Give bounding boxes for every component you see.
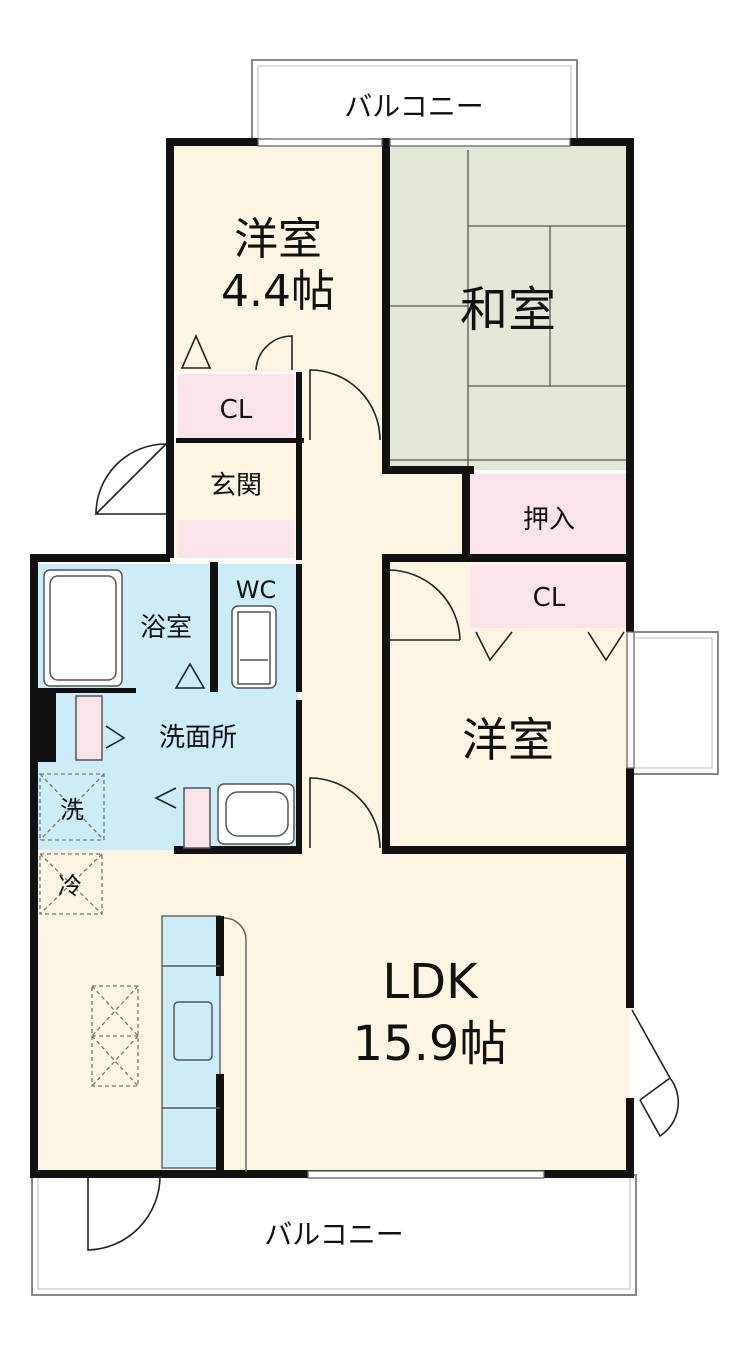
oshiire-floor — [470, 474, 628, 558]
balcony-top — [251, 59, 578, 147]
washer-label: 洗 — [60, 796, 84, 824]
hallway-floor-2 — [300, 470, 470, 560]
western-room-1-label: 洋室 — [234, 214, 322, 265]
japanese-room-label: 和室 — [460, 282, 556, 338]
closet-2-floor — [470, 566, 628, 628]
closet-1-label: CL — [220, 395, 253, 425]
closet-2-label: CL — [533, 583, 566, 613]
western-room-1-floor — [172, 142, 386, 372]
storage-area — [91, 985, 139, 1087]
bathtub-icon — [43, 569, 123, 687]
oshiire-label: 押入 — [523, 505, 575, 535]
windows — [257, 138, 635, 1179]
entrance-label: 玄関 — [210, 471, 262, 501]
cabinet-icons — [75, 695, 211, 849]
balcony-bottom — [31, 1174, 637, 1296]
balcony-bottom-label: バルコニー — [264, 1218, 403, 1251]
doors — [87, 334, 680, 1251]
washer-area — [39, 773, 105, 841]
sink-icon — [162, 965, 220, 1109]
kitchen-counter — [161, 915, 221, 1169]
toilet-label: WC — [236, 576, 277, 604]
side-balcony — [627, 631, 719, 775]
washroom-label: 洗面所 — [159, 723, 237, 753]
fridge-area — [39, 853, 103, 915]
balcony-top-label: バルコニー — [344, 90, 483, 123]
ldk-label: LDK — [382, 954, 479, 1010]
floors — [34, 142, 630, 1174]
ldk-size: 15.9帖 — [353, 1016, 508, 1072]
entrance-step — [178, 520, 294, 558]
western-room-1-size: 4.4帖 — [221, 266, 335, 317]
washbasin-icon — [217, 783, 295, 845]
ldk-floor — [34, 850, 630, 1174]
bathroom-label: 浴室 — [140, 613, 192, 643]
counter-edge — [223, 917, 247, 1172]
hallway-floor — [300, 372, 390, 852]
fridge-label: 冷 — [58, 872, 82, 900]
closet-1-floor — [178, 374, 294, 438]
tatami-lines — [390, 150, 626, 466]
western-room-2-label: 洋室 — [462, 713, 554, 767]
toilet-icon — [231, 605, 277, 689]
